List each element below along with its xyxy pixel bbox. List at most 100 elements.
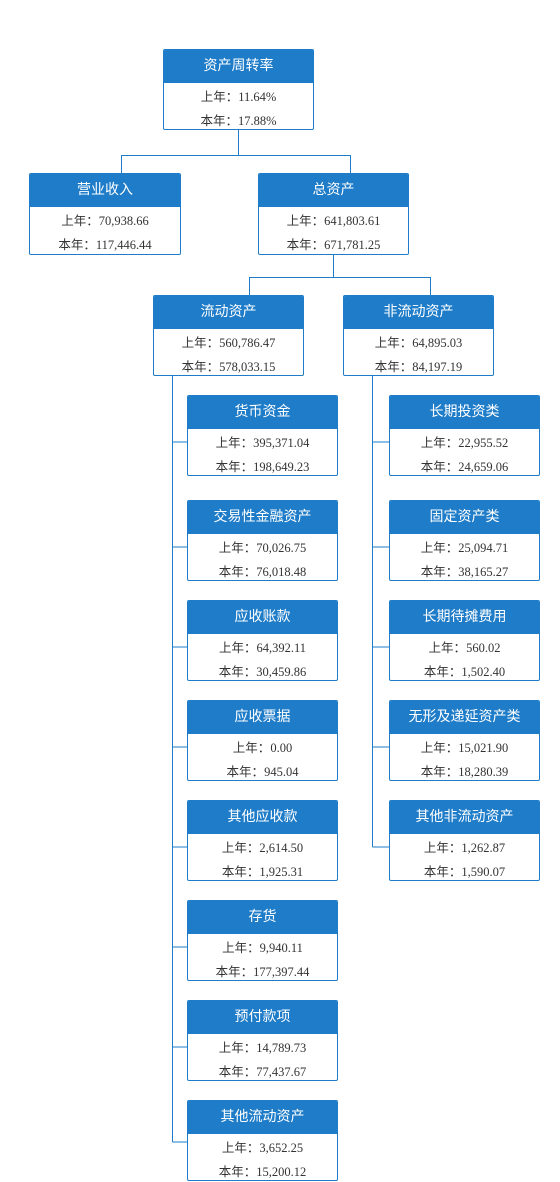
- curr-year-value: 24,659.06: [458, 460, 509, 474]
- curr-year-value: 578,033.15: [219, 360, 276, 374]
- node-title: 无形及递延资产类: [390, 701, 539, 734]
- node-inventory[interactable]: 存货 上年：9,940.11 本年：177,397.44: [187, 900, 338, 981]
- prev-year-label: 上年：: [221, 1140, 260, 1155]
- prev-year-label: 上年：: [221, 840, 260, 855]
- prev-year-label: 上年：: [61, 213, 99, 228]
- node-title: 应收票据: [188, 701, 337, 734]
- curr-year-value: 17.88%: [237, 114, 277, 128]
- prev-year-value: 560.02: [466, 641, 501, 655]
- prev-year-value: 22,955.52: [458, 436, 509, 450]
- prev-year-value: 3,652.25: [259, 1141, 304, 1155]
- curr-year-value: 77,437.67: [256, 1065, 307, 1079]
- node-long-term-investments[interactable]: 长期投资类 上年：22,955.52 本年：24,659.06: [389, 395, 540, 476]
- prev-year-value: 1,262.87: [461, 841, 506, 855]
- node-prepayments[interactable]: 预付款项 上年：14,789.73 本年：77,437.67: [187, 1000, 338, 1081]
- node-title: 其他流动资产: [188, 1101, 337, 1134]
- curr-year-value: 945.04: [264, 765, 299, 779]
- prev-year-value: 9,940.11: [259, 941, 303, 955]
- node-current-assets[interactable]: 流动资产 上年：560,786.47 本年：578,033.15: [153, 295, 304, 376]
- prev-year-label: 上年：: [232, 740, 271, 755]
- curr-year-value: 671,781.25: [324, 238, 381, 252]
- curr-year-label: 本年：: [215, 459, 254, 474]
- node-other-receivables[interactable]: 其他应收款 上年：2,614.50 本年：1,925.31: [187, 800, 338, 881]
- curr-year-label: 本年：: [420, 564, 459, 579]
- curr-year-value: 1,590.07: [461, 865, 506, 879]
- curr-year-value: 198,649.23: [253, 460, 310, 474]
- node-intangible-deferred-assets[interactable]: 无形及递延资产类 上年：15,021.90 本年：18,280.39: [389, 700, 540, 781]
- node-total-assets[interactable]: 总资产 上年：641,803.61 本年：671,781.25: [258, 173, 409, 255]
- prev-year-label: 上年：: [222, 940, 260, 955]
- curr-year-label: 本年：: [218, 1164, 257, 1179]
- curr-year-label: 本年：: [226, 764, 265, 779]
- prev-year-value: 14,789.73: [256, 1041, 307, 1055]
- node-noncurrent-assets[interactable]: 非流动资产 上年：64,895.03 本年：84,197.19: [343, 295, 494, 376]
- prev-year-label: 上年：: [181, 335, 220, 350]
- node-title: 总资产: [259, 174, 408, 207]
- curr-year-label: 本年：: [58, 237, 96, 252]
- curr-year-label: 本年：: [218, 1064, 257, 1079]
- node-other-noncurrent-assets[interactable]: 其他非流动资产 上年：1,262.87 本年：1,590.07: [389, 800, 540, 881]
- curr-year-label: 本年：: [200, 113, 238, 128]
- curr-year-label: 本年：: [221, 864, 260, 879]
- node-title: 交易性金融资产: [188, 501, 337, 534]
- curr-year-value: 117,446.44: [95, 238, 152, 252]
- node-trading-financial-assets[interactable]: 交易性金融资产 上年：70,026.75 本年：76,018.48: [187, 500, 338, 581]
- node-title: 其他应收款: [188, 801, 337, 834]
- node-fixed-assets[interactable]: 固定资产类 上年：25,094.71 本年：38,165.27: [389, 500, 540, 581]
- curr-year-label: 本年：: [215, 964, 254, 979]
- node-title: 应收账款: [188, 601, 337, 634]
- prev-year-label: 上年：: [420, 540, 459, 555]
- node-title: 存货: [188, 901, 337, 934]
- node-accounts-receivable[interactable]: 应收账款 上年：64,392.11 本年：30,459.86: [187, 600, 338, 681]
- curr-year-label: 本年：: [420, 459, 459, 474]
- prev-year-label: 上年：: [423, 840, 462, 855]
- prev-year-value: 25,094.71: [458, 541, 509, 555]
- curr-year-label: 本年：: [374, 359, 413, 374]
- curr-year-label: 本年：: [181, 359, 220, 374]
- curr-year-value: 76,018.48: [256, 565, 307, 579]
- prev-year-value: 70,938.66: [98, 214, 149, 228]
- prev-year-label: 上年：: [374, 335, 413, 350]
- node-notes-receivable[interactable]: 应收票据 上年：0.00 本年：945.04: [187, 700, 338, 781]
- node-title: 非流动资产: [344, 296, 493, 329]
- prev-year-value: 15,021.90: [458, 741, 509, 755]
- prev-year-value: 64,895.03: [412, 336, 463, 350]
- prev-year-value: 11.64%: [238, 90, 277, 104]
- prev-year-label: 上年：: [218, 1040, 257, 1055]
- curr-year-label: 本年：: [218, 564, 257, 579]
- curr-year-label: 本年：: [420, 764, 459, 779]
- curr-year-value: 30,459.86: [256, 665, 307, 679]
- node-title: 长期待摊费用: [390, 601, 539, 634]
- prev-year-label: 上年：: [420, 740, 459, 755]
- node-title: 其他非流动资产: [390, 801, 539, 834]
- connector-root: [238, 155, 351, 173]
- connector-root: [121, 130, 239, 173]
- prev-year-value: 64,392.11: [256, 641, 307, 655]
- prev-year-label: 上年：: [420, 435, 459, 450]
- node-long-term-deferred-expenses[interactable]: 长期待摊费用 上年：560.02 本年：1,502.40: [389, 600, 540, 681]
- node-cash[interactable]: 货币资金 上年：395,371.04 本年：198,649.23: [187, 395, 338, 476]
- curr-year-value: 177,397.44: [253, 965, 310, 979]
- node-title: 流动资产: [154, 296, 303, 329]
- connector-total-assets: [333, 277, 431, 295]
- curr-year-value: 1,502.40: [461, 665, 506, 679]
- node-title: 固定资产类: [390, 501, 539, 534]
- node-title: 预付款项: [188, 1001, 337, 1034]
- prev-year-label: 上年：: [428, 640, 467, 655]
- node-asset-turnover[interactable]: 资产周转率 上年：11.64% 本年：17.88%: [163, 49, 314, 130]
- prev-year-value: 0.00: [270, 741, 293, 755]
- prev-year-label: 上年：: [218, 640, 257, 655]
- prev-year-label: 上年：: [218, 540, 257, 555]
- node-revenue[interactable]: 营业收入 上年：70,938.66 本年：117,446.44: [29, 173, 181, 255]
- node-title: 营业收入: [30, 174, 180, 207]
- prev-year-value: 641,803.61: [324, 214, 381, 228]
- prev-year-label: 上年：: [286, 213, 325, 228]
- curr-year-value: 18,280.39: [458, 765, 509, 779]
- prev-year-value: 395,371.04: [253, 436, 310, 450]
- curr-year-value: 15,200.12: [256, 1165, 307, 1179]
- curr-year-label: 本年：: [218, 664, 257, 679]
- connector-total-assets: [249, 255, 334, 295]
- node-title: 货币资金: [188, 396, 337, 429]
- curr-year-label: 本年：: [423, 664, 462, 679]
- node-other-current-assets[interactable]: 其他流动资产 上年：3,652.25 本年：15,200.12: [187, 1100, 338, 1181]
